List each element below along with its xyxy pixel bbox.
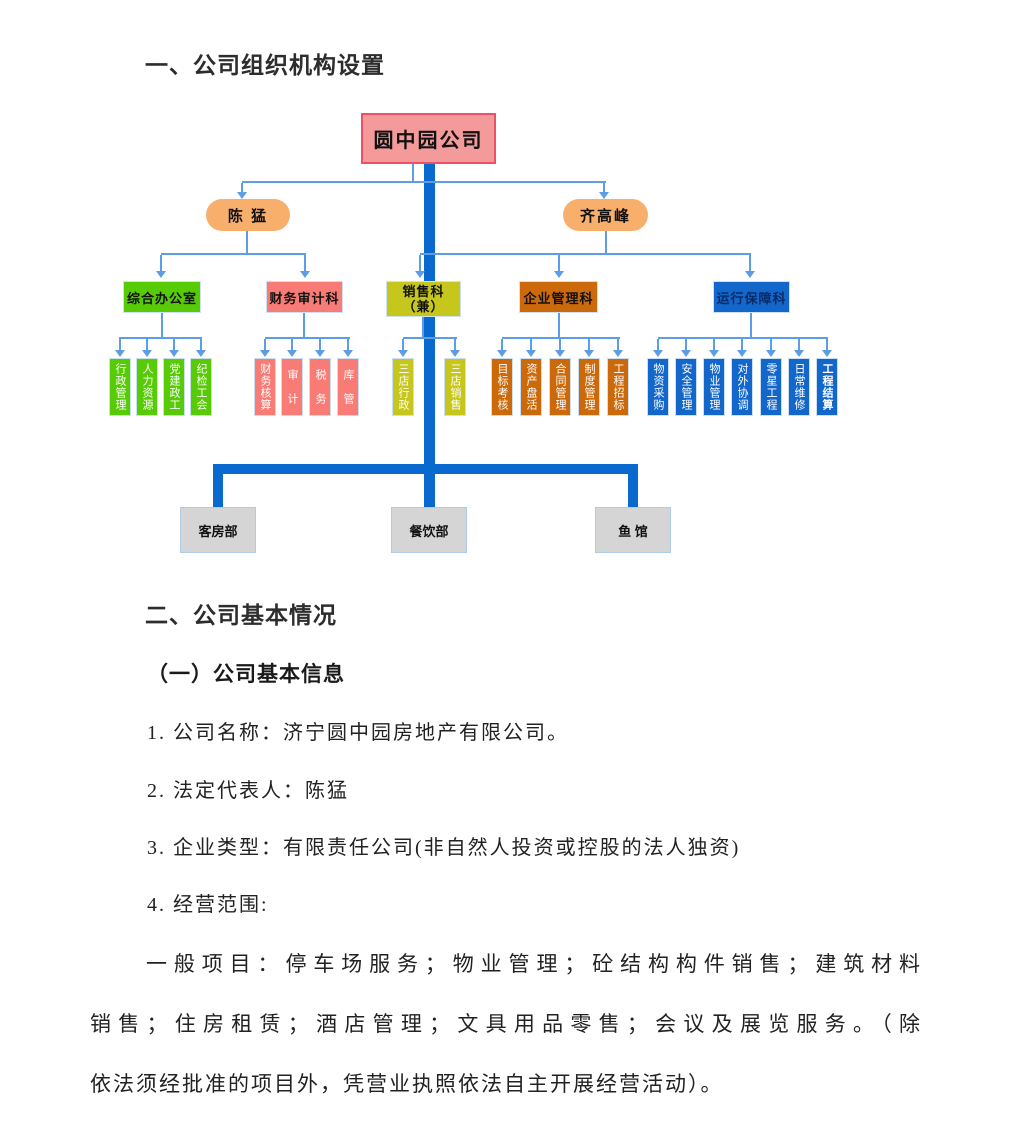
connector-leader2-drop [605,231,607,253]
section2-heading: 二、公司基本情况 [145,602,337,628]
org-subnode: 行政管理 [109,358,131,416]
company-name-item: 1. 公司名称：济宁圆中园房地产有限公司。 [147,722,569,744]
arrow-dept1-child4 [196,339,206,357]
legal-rep-item: 2. 法定代表人：陈猛 [147,780,349,802]
subsection-heading: （一）公司基本信息 [147,662,345,686]
connector-dept5-drop [750,313,752,337]
arrow-dept5-child5 [766,339,776,357]
arrow-dept4-child5 [613,339,623,357]
org-subnode: 零星工程 [760,358,782,416]
arrow-dept1-child2 [142,339,152,357]
arrow-dept4-child3 [555,339,565,357]
arrow-dept2-child2 [287,339,297,357]
arrow-dept1-child1 [115,339,125,357]
arrow-to-dept-finance [300,255,310,278]
trunk-stub-right [628,464,638,507]
connector-dept3-horizontal [403,337,457,339]
arrow-dept1-child3 [169,339,179,357]
business-scope-item: 4. 经营范围: [147,894,269,916]
org-subnode: 三店行政 [392,358,414,416]
org-subnode: 日常维修 [788,358,810,416]
connector-leader2-horizontal [420,253,751,255]
connector-dept3-drop [422,317,424,337]
org-subnode: 人力资源 [136,358,158,416]
arrow-to-leader-left [237,183,247,199]
connector-leader1-horizontal [161,253,306,255]
connector-root-drop [412,164,414,181]
dept-label-line2: （兼） [402,299,445,314]
org-subnode: 审 计 [281,358,303,416]
org-subnode: 三店销售 [444,358,466,416]
org-leader-node: 陈 猛 [206,199,290,231]
arrow-dept5-child7 [822,339,832,357]
arrow-dept4-child2 [526,339,536,357]
org-subnode: 制度管理 [578,358,600,416]
arrow-to-dept-general [156,255,166,278]
arrow-dept2-child3 [315,339,325,357]
org-dept-node: 企业管理科 [519,281,598,313]
org-subnode: 财务核算 [254,358,276,416]
org-chart: 圆中园公司 陈 猛 齐高峰 综合办公室 财务审计科 销售科 （兼） 企业管理科 … [0,100,1012,570]
connector-dept1-horizontal [119,337,202,339]
connector-dept4-horizontal [502,337,620,339]
connector-dept2-horizontal [265,337,350,339]
org-unit-node: 餐饮部 [391,507,467,553]
connector-dept5-horizontal [658,337,828,339]
org-dept-node: 运行保障科 [713,281,790,313]
org-subnode: 工程招标 [607,358,629,416]
arrow-to-dept-sales [415,255,425,278]
org-dept-node: 综合办公室 [123,281,201,313]
org-subnode: 物资采购 [647,358,669,416]
org-root-node: 圆中园公司 [361,113,496,164]
org-dept-node: 销售科 （兼） [386,281,461,317]
org-dept-node: 财务审计科 [266,281,343,313]
arrow-dept3-child2 [450,339,460,357]
connector-dept4-drop [558,313,560,337]
trunk-stub-left [213,464,223,507]
company-type-item: 3. 企业类型：有限责任公司(非自然人投资或控股的法人独资) [147,837,741,859]
org-subnode: 合同管理 [549,358,571,416]
trunk-vertical-line [424,164,435,507]
org-unit-node: 鱼 馆 [595,507,671,553]
org-subnode: 库 管 [337,358,359,416]
scope-paragraph-line: 一般项目：停车场服务；物业管理；砼结构构件销售；建筑材料 [146,952,922,976]
arrow-to-leader-right [599,183,609,199]
arrow-dept4-child1 [497,339,507,357]
arrow-dept5-child6 [794,339,804,357]
dept-label-line1: 销售科 [402,284,445,299]
arrow-dept5-child4 [737,339,747,357]
arrow-dept5-child3 [709,339,719,357]
connector-dept2-drop [303,313,305,337]
section1-heading: 一、公司组织机构设置 [145,52,385,78]
org-subnode: 税 务 [309,358,331,416]
arrow-dept5-child2 [681,339,691,357]
org-leader-node: 齐高峰 [563,199,648,231]
org-subnode: 资产盘活 [520,358,542,416]
org-unit-node: 客房部 [180,507,256,553]
org-subnode: 纪检工会 [190,358,212,416]
arrow-dept2-child4 [343,339,353,357]
connector-leader1-drop [246,231,248,253]
arrow-to-dept-operation [745,255,755,278]
trunk-horizontal-line [218,464,638,474]
org-subnode: 对外协调 [731,358,753,416]
scope-paragraph-line: 销售；住房租赁；酒店管理；文具用品零售；会议及展览服务。（除 [90,1012,922,1036]
arrow-dept5-child1 [653,339,663,357]
connector-dept1-drop [161,313,163,337]
scope-paragraph-line: 依法须经批准的项目外，凭营业执照依法自主开展经营活动）。 [90,1072,724,1096]
arrow-dept2-child1 [260,339,270,357]
org-subnode: 目标考核 [491,358,513,416]
org-subnode: 党建政工 [163,358,185,416]
arrow-to-dept-enterprise [554,255,564,278]
connector-leaders-horizontal [242,181,606,183]
arrow-dept4-child4 [584,339,594,357]
arrow-dept3-child1 [398,339,408,357]
org-subnode: 物业管理 [703,358,725,416]
org-subnode: 工程结算 [816,358,838,416]
org-subnode: 安全管理 [675,358,697,416]
